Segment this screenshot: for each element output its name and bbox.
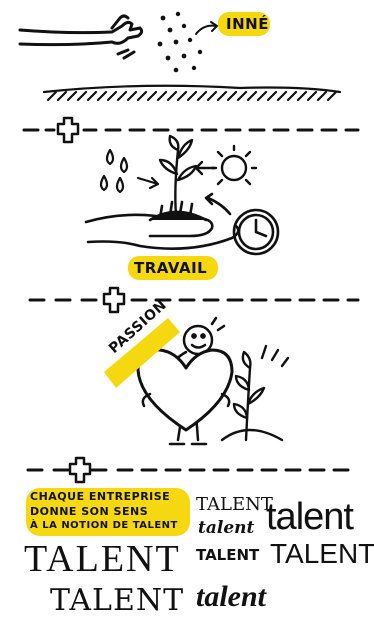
soil-icon [44, 86, 340, 100]
talent-word-7: TALENT [50, 586, 184, 616]
travail-label: TRAVAIL [134, 259, 207, 277]
sun-icon [196, 146, 256, 184]
talent-word-3: talent [198, 520, 254, 537]
talent-word-4: TALENT [24, 540, 181, 578]
heart-icon [138, 350, 232, 430]
talent-word-1: TALENT [196, 496, 273, 514]
plus-icon [104, 288, 124, 312]
sapling-icon [222, 346, 288, 440]
seeds-icon [158, 12, 203, 72]
talent-word-6: TALENT [270, 540, 374, 568]
plus-icon [58, 118, 78, 142]
water-drops-icon [101, 150, 158, 192]
plant-icon [160, 136, 196, 214]
talent-word-8: talent [196, 582, 266, 612]
clock-icon [206, 194, 278, 254]
talent-word-5: TALENT [196, 548, 259, 563]
note-line-3: À LA NOTION DE TALENT [30, 520, 178, 531]
plus-icon [70, 458, 90, 482]
talent-word-2: talent [266, 498, 353, 536]
hand-icon [86, 202, 238, 249]
arm-icon [20, 16, 142, 58]
note-line-1: CHAQUE ENTREPRISE [30, 490, 170, 503]
inne-label: INNÉ [226, 15, 269, 33]
note-line-2: DONNE SON SENS [30, 505, 148, 518]
